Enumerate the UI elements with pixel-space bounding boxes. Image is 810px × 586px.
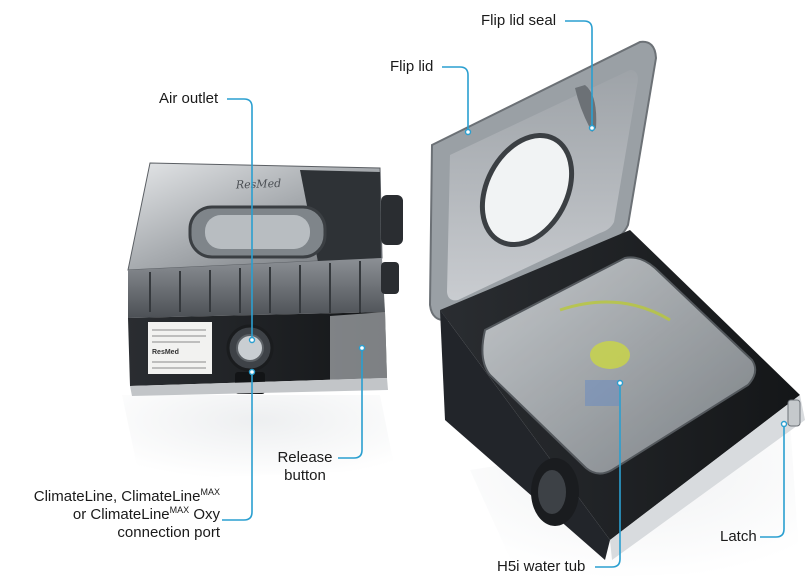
- latch: [787, 399, 801, 427]
- label-flip-lid-seal: Flip lid seal: [481, 12, 557, 29]
- tub-float: [590, 341, 630, 369]
- leader-port: [222, 372, 253, 521]
- leader-release: [338, 348, 363, 459]
- label-air-outlet: Air outlet: [159, 90, 219, 107]
- leader-water-tub: [595, 383, 621, 568]
- label-port-line3: connection port: [117, 524, 220, 541]
- leader-air-outlet: [227, 98, 253, 340]
- left-device-label: [148, 322, 212, 374]
- left-humidifier-device: ResMed ResMed: [122, 162, 403, 480]
- left-device-knob: [381, 195, 403, 294]
- label-release-line1: Release: [277, 449, 333, 466]
- leader-latch: [760, 424, 785, 538]
- flip-lid-seal: [575, 85, 597, 132]
- flip-lid-window: [479, 132, 575, 248]
- label-release-button: Release button: [276, 449, 334, 485]
- right-device-port: [531, 458, 579, 526]
- left-device-reflection: [122, 395, 395, 480]
- leader-lines: [222, 20, 785, 568]
- left-device-brand-top: ResMed: [235, 177, 282, 192]
- label-release-line2: button: [284, 467, 326, 484]
- leader-flip-lid: [442, 66, 469, 132]
- left-device-base: [130, 378, 388, 396]
- right-humidifier-device: [428, 40, 805, 580]
- label-latch: Latch: [720, 528, 757, 545]
- left-device-side-band: [128, 258, 385, 318]
- label-port-line2: or ClimateLineMAX Oxy: [72, 505, 220, 524]
- leader-flip-lid-seal: [565, 20, 593, 128]
- release-button-housing: [330, 312, 387, 382]
- label-port-line1: ClimateLine, ClimateLineMAX: [33, 487, 220, 506]
- label-flip-lid: Flip lid: [390, 58, 434, 75]
- leader-dots: [248, 124, 788, 428]
- label-water-tub: H5i water tub: [497, 558, 586, 575]
- left-device-brand-label: ResMed: [152, 349, 179, 356]
- right-device-front-band: [610, 395, 805, 560]
- label-connection-port: ClimateLine, ClimateLineMAX or ClimateLi…: [10, 488, 220, 542]
